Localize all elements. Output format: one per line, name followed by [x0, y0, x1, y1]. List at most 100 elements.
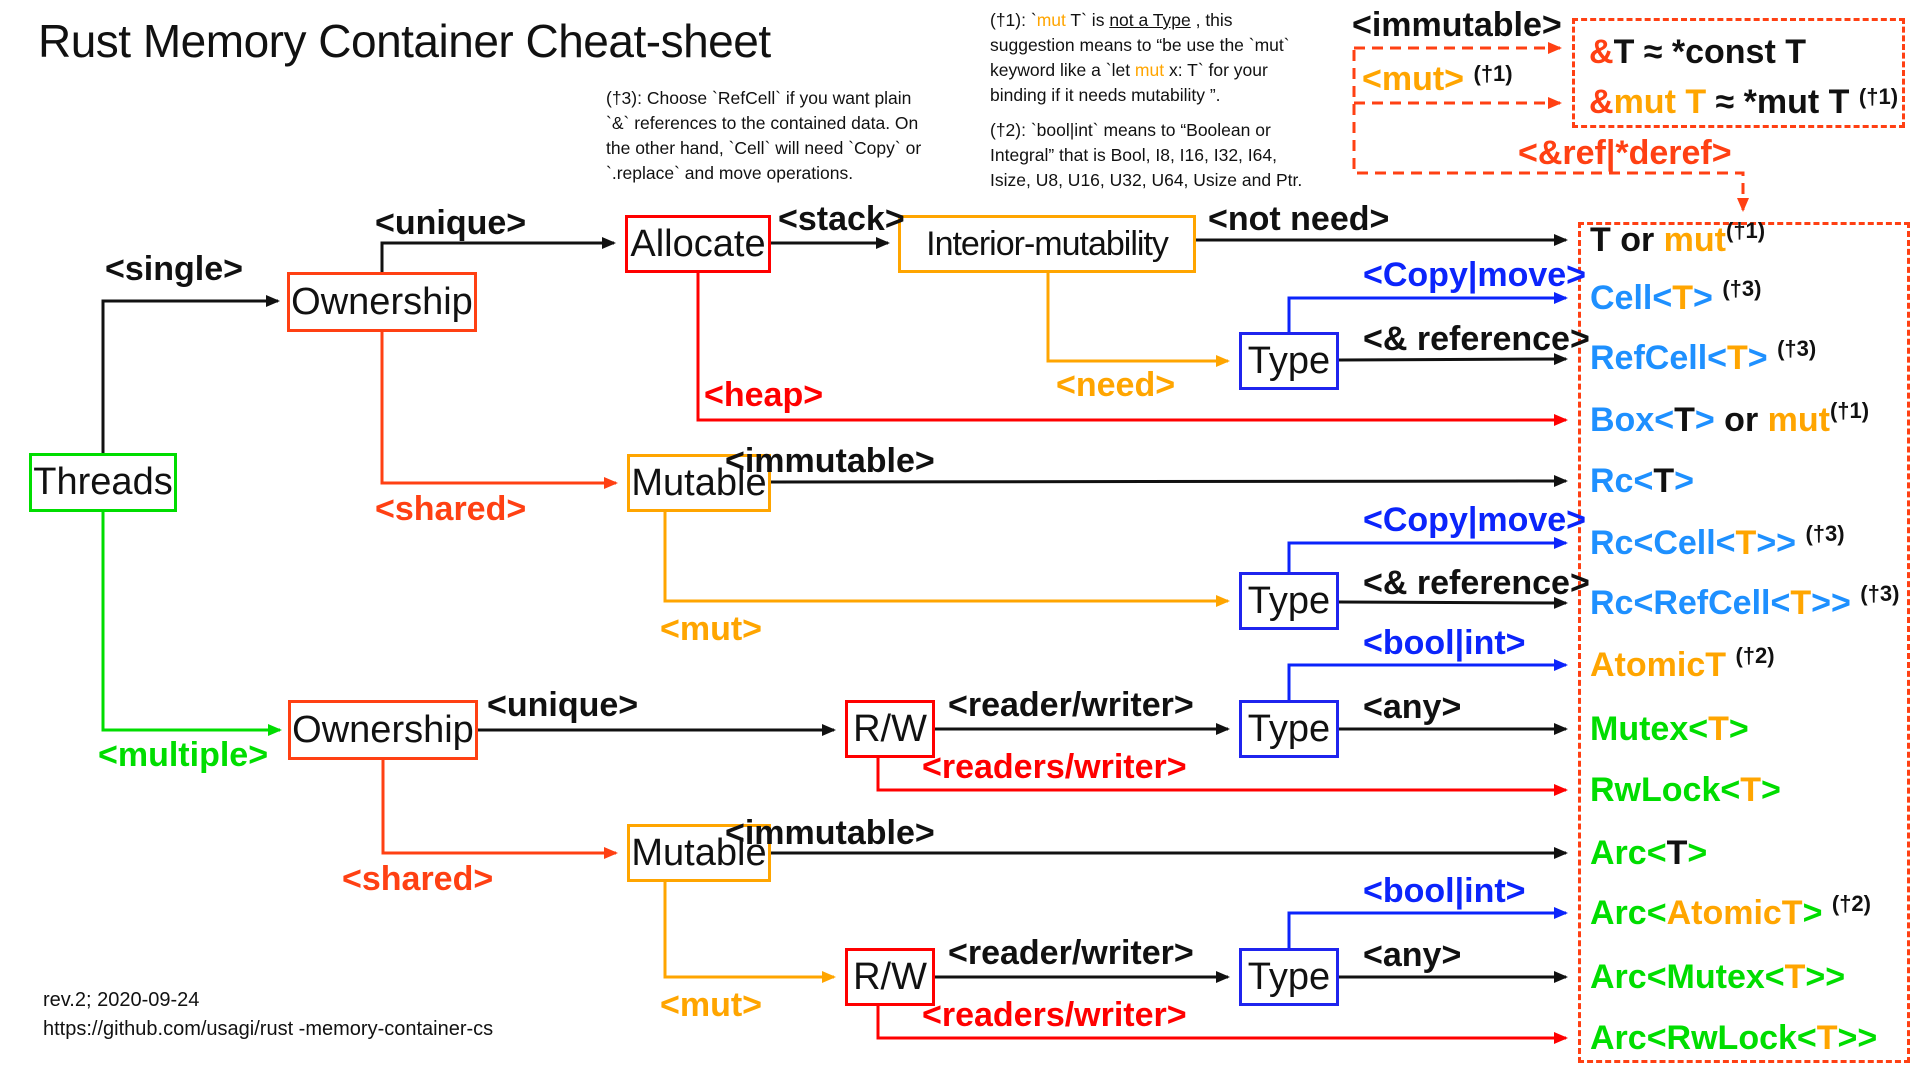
connector-need [1046, 273, 1230, 367]
node-threads-label: Threads [33, 461, 173, 503]
node-mutable-single: Mutable [627, 454, 771, 512]
note-mut-not-a-type: (†1): `mut T` is not a Type , this sugge… [990, 8, 1290, 108]
node-mutable-multiple: Mutable [627, 824, 771, 882]
note-line: (†3): Choose `RefCell` if you want plain [606, 88, 912, 108]
results-box [1578, 222, 1910, 1063]
note-line: (†2): `bool|int` means to “Boolean or [990, 120, 1271, 140]
note-line: Isize, U8, U16, U32, U64, Usize and Ptr. [990, 170, 1303, 190]
result-cell: Cell<T> (†3) [1590, 276, 1762, 317]
label-readers-writer-2: <readers/writer> [922, 996, 1187, 1034]
node-rw-label: R/W [853, 955, 927, 998]
connector-shared-2 [381, 760, 618, 859]
connector-single [101, 295, 280, 453]
note-line: binding if it needs mutability ”. [990, 85, 1221, 105]
node-type-sync: Type [1239, 700, 1339, 758]
connector-mut-2 [663, 882, 836, 983]
note-line: Integral” that is Bool, I8, I16, I32, I6… [990, 145, 1277, 165]
note-line: the other hand, `Cell` will need `Copy` … [606, 138, 922, 158]
label-immutable-1: <immutable> [725, 442, 935, 480]
label-copy-move-1: <Copy|move> [1363, 256, 1587, 294]
result-arc: Arc<T> [1590, 833, 1708, 872]
connector-readers-writer-2 [876, 1006, 1568, 1044]
result-arc-mutex: Arc<Mutex<T>> [1590, 957, 1846, 996]
result-box-or-mut: Box<T> or mut(†1) [1590, 398, 1870, 439]
node-type-label: Type [1247, 707, 1331, 750]
label-mut-text: <mut> [1362, 60, 1465, 98]
connector-multiple [101, 512, 282, 736]
node-threads: Threads [29, 453, 177, 512]
label-single: <single> [105, 250, 243, 288]
note-line: (†1): `mut T` is not a Type , this [990, 10, 1233, 30]
label-shared-2: <shared> [342, 860, 494, 898]
result-rc-cell: Rc<Cell<T>> (†3) [1590, 521, 1845, 562]
connector-readers-writer-1 [876, 758, 1568, 796]
eq-const-pointer: &T ≈ *const T [1589, 33, 1807, 71]
label-any-1: <any> [1363, 688, 1462, 726]
node-ownership-label: Ownership [291, 280, 473, 323]
connector-copy-move-2 [1287, 537, 1568, 572]
node-interior-mutability: Interior-mutability [898, 215, 1196, 273]
footer-revision: rev.2; 2020-09-24 [43, 989, 200, 1011]
node-ownership-label: Ownership [292, 708, 474, 751]
connector-reference-2 [1338, 596, 1568, 609]
connector-copy-move-1 [1287, 292, 1568, 332]
note-bool-int: (†2): `bool|int` means to “Boolean or In… [990, 118, 1302, 193]
connector-ref-deref [1352, 50, 1749, 212]
result-rc-refcell: Rc<RefCell<T>> (†3) [1590, 581, 1900, 622]
result-rwlock: RwLock<T> [1590, 770, 1781, 809]
node-rw-sync: R/W [845, 700, 935, 758]
label-mut-2: <mut> [660, 986, 763, 1024]
node-type-cell: Type [1239, 332, 1339, 390]
label-heap: <heap> [704, 376, 824, 414]
footer: rev.2; 2020-09-24 https://github.com/usa… [43, 986, 493, 1044]
label-reference-2: <& reference> [1363, 564, 1590, 602]
result-refcell: RefCell<T> (†3) [1590, 336, 1817, 377]
node-type-rc: Type [1239, 572, 1339, 630]
label-reader-writer-1: <reader/writer> [948, 686, 1194, 724]
footer-url: https://github.com/usagi/rust -memory-co… [43, 1018, 494, 1040]
page-title: Rust Memory Container Cheat-sheet [38, 15, 771, 67]
note-line: keyword like a `let mut x: T` for your [990, 60, 1268, 80]
result-arc-rwlock: Arc<RwLock<T>> [1590, 1018, 1878, 1057]
note-line: `.replace` and move operations. [606, 163, 854, 183]
connector-mut-1 [663, 512, 1230, 607]
result-t-or-mut: T or mut(†1) [1590, 218, 1766, 259]
label-copy-move-2: <Copy|move> [1363, 501, 1587, 539]
label-mut-top: <mut> (†1) [1362, 60, 1513, 99]
result-atomict: AtomicT (†2) [1590, 643, 1775, 684]
note-line: suggestion means to “be use the `mut` [990, 35, 1290, 55]
label-not-need: <not need> [1208, 200, 1390, 238]
node-rw-arc: R/W [845, 948, 935, 1006]
label-readers-writer-1: <readers/writer> [922, 748, 1187, 786]
connector-reference-1 [1338, 353, 1568, 366]
result-mutex: Mutex<T> [1590, 709, 1749, 748]
connector-immutable-1 [770, 475, 1568, 488]
connector-unique-1 [380, 237, 616, 272]
node-allocate-label: Allocate [630, 222, 766, 265]
label-ref-deref: <&ref|*deref> [1518, 134, 1732, 172]
node-type-label: Type [1247, 955, 1331, 998]
label-need: <need> [1056, 366, 1176, 404]
note-line: `&` references to the contained data. On [606, 113, 919, 133]
node-interior-mutability-label: Interior-mutability [926, 224, 1169, 263]
label-shared-1: <shared> [375, 490, 527, 528]
node-type-label: Type [1247, 579, 1331, 622]
node-ownership-multiple: Ownership [288, 700, 478, 760]
pointer-equivalence-box: &T ≈ *const T &mut T ≈ *mut T (†1) [1572, 18, 1905, 128]
label-reader-writer-2: <reader/writer> [948, 934, 1194, 972]
node-type-label: Type [1247, 339, 1331, 382]
connector-bool-int-1 [1287, 659, 1568, 700]
result-arc-atomict: Arc<AtomicT> (†2) [1590, 891, 1871, 932]
label-any-2: <any> [1363, 936, 1462, 974]
label-immutable-top: <immutable> [1352, 6, 1562, 44]
connector-heap [696, 273, 1568, 426]
label-mut-sup: (†1) [1473, 61, 1513, 86]
label-unique-2: <unique> [487, 686, 639, 724]
node-ownership-single: Ownership [287, 272, 477, 332]
label-mut-1: <mut> [660, 610, 763, 648]
label-bool-int-2: <bool|int> [1363, 872, 1526, 910]
label-bool-int-1: <bool|int> [1363, 624, 1526, 662]
node-mutable-label: Mutable [631, 831, 767, 874]
node-mutable-label: Mutable [631, 461, 767, 504]
